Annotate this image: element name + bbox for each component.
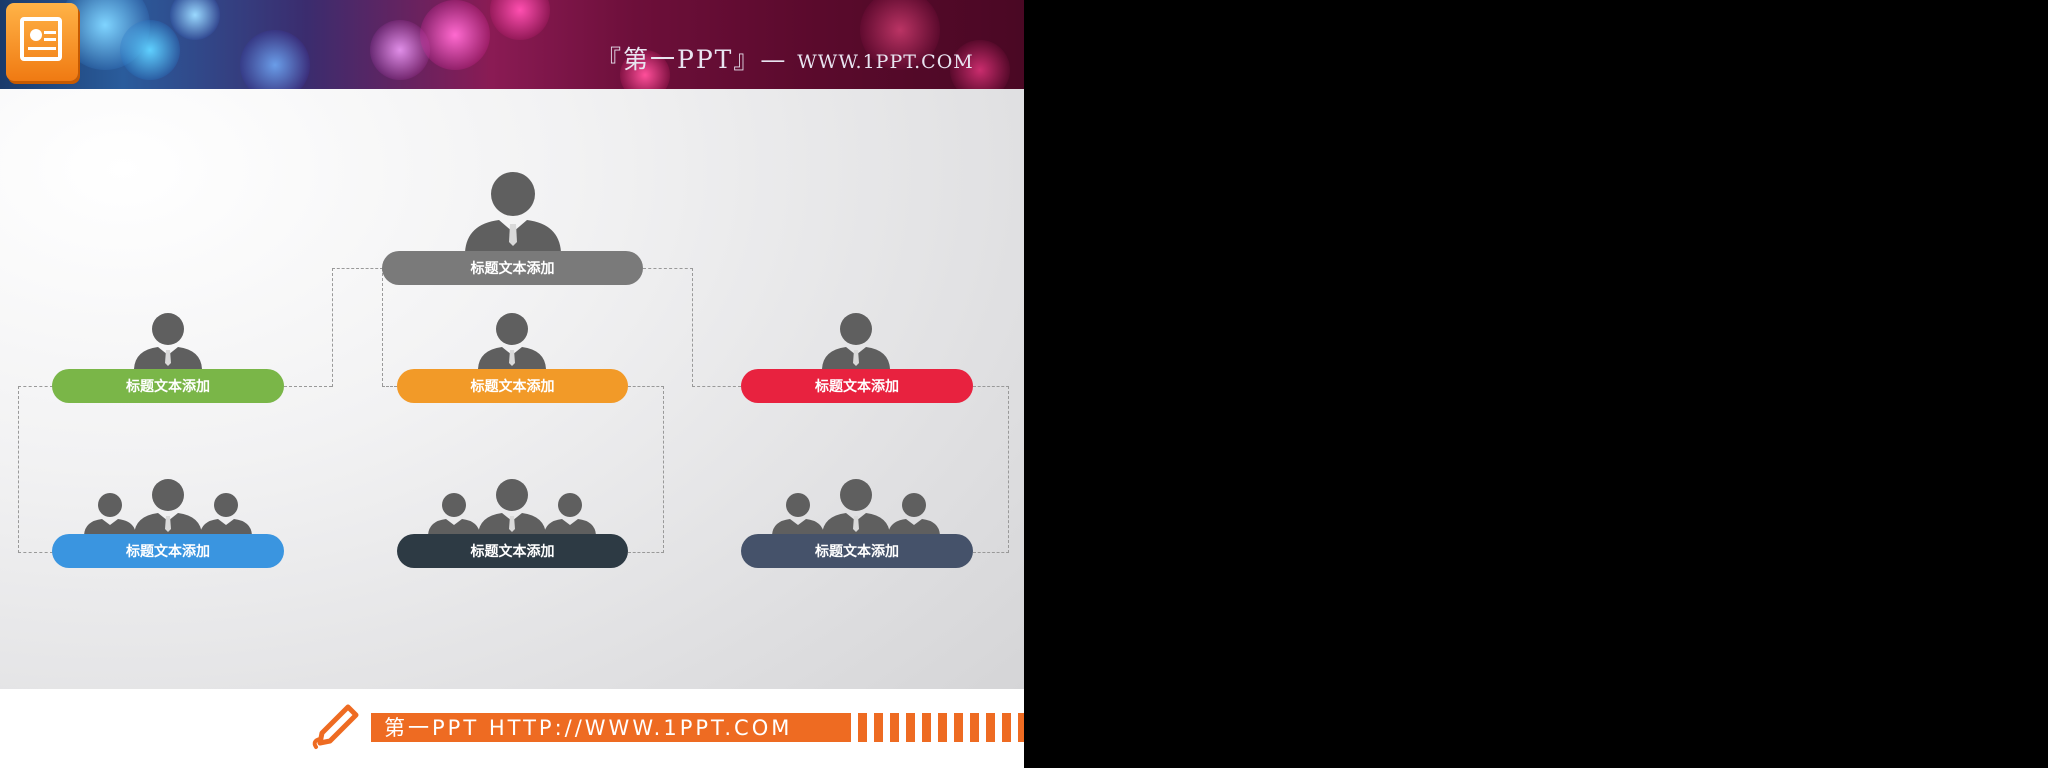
- connector: [18, 386, 53, 553]
- person-icon: [465, 172, 561, 252]
- pencil-icon: [312, 704, 359, 749]
- connector: [643, 268, 693, 387]
- connector: [692, 386, 741, 388]
- connector: [284, 386, 332, 388]
- group-icon: [428, 479, 596, 535]
- connector: [973, 386, 1009, 553]
- footer-bar: [371, 713, 851, 742]
- ppt-logo-icon: [6, 3, 78, 81]
- footer-stripes: [858, 713, 1024, 742]
- person-icon: [134, 313, 202, 369]
- group-icon: [84, 479, 252, 535]
- person-icon: [478, 313, 546, 369]
- connector: [382, 386, 397, 388]
- banner-title-text: 『第一PPT』—: [596, 45, 788, 74]
- slide: 『第一PPT』— WWW.1PPT.COM: [0, 0, 1024, 768]
- node-bottom-left-label: 标题文本添加: [52, 534, 284, 568]
- connector: [628, 386, 664, 553]
- connector: [382, 268, 384, 386]
- footer-text: 第一PPT HTTP://WWW.1PPT.COM: [384, 716, 793, 740]
- banner-title: 『第一PPT』— WWW.1PPT.COM: [596, 40, 974, 76]
- node-top-label: 标题文本添加: [382, 251, 643, 285]
- node-bottom-right-label: 标题文本添加: [741, 534, 973, 568]
- node-left-label: 标题文本添加: [52, 369, 284, 403]
- node-right-label: 标题文本添加: [741, 369, 973, 403]
- footer: 第一PPT HTTP://WWW.1PPT.COM: [0, 689, 1024, 768]
- node-center-label: 标题文本添加: [397, 369, 628, 403]
- group-icon: [772, 479, 940, 535]
- person-icon: [822, 313, 890, 369]
- banner-url: WWW.1PPT.COM: [797, 51, 974, 73]
- connector: [332, 268, 383, 387]
- node-bottom-center-label: 标题文本添加: [397, 534, 628, 568]
- header-banner: 『第一PPT』— WWW.1PPT.COM: [0, 0, 1024, 89]
